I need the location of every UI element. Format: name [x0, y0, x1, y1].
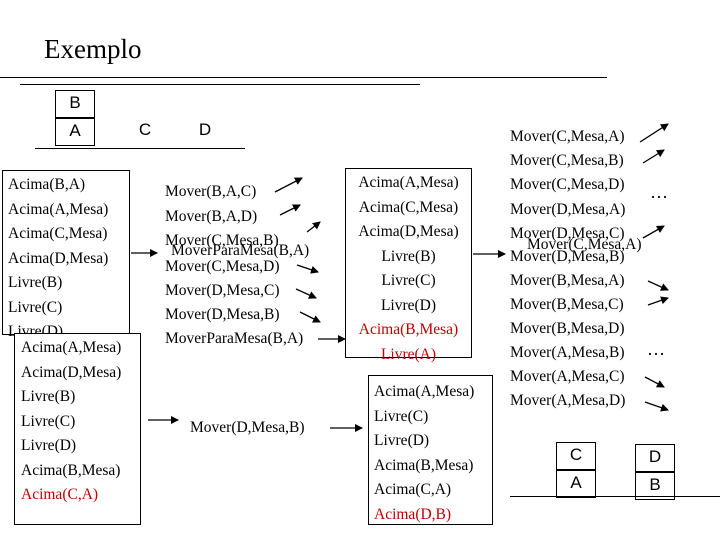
state-initial-line: Acima(C,Mesa) [8, 225, 108, 242]
state-initial-line: Livre(B) [8, 274, 63, 291]
state-4-line: Livre(C) [374, 407, 429, 425]
table-line-final [510, 496, 720, 497]
arrow-action-mover-d-mesa-b [299, 311, 321, 323]
action-2-item: Mover(A,Mesa,D) [510, 392, 626, 409]
arrow-action-2-e [647, 296, 669, 306]
state-box-2: Acima(A,Mesa) Acima(C,Mesa) Acima(D,Mesa… [345, 168, 472, 363]
arrow-action-2-g [644, 401, 669, 412]
state-2-line: Acima(C,Mesa) [358, 198, 459, 216]
state-3-line: Acima(B,Mesa) [21, 461, 121, 479]
block-d-final: D [635, 444, 675, 472]
state-4-line: Acima(C,A) [374, 481, 452, 498]
block-a-initial: A [55, 118, 95, 146]
action-2-item: Mover(C,Mesa,A) [510, 128, 625, 145]
block-c-final: C [556, 442, 596, 470]
action-2-item: Mover(D,Mesa,A) [510, 201, 626, 218]
block-c-initial: C [138, 120, 152, 139]
arrow-action-2-b [642, 149, 665, 164]
arrow-action-2-d [647, 280, 669, 291]
block-b-initial: B [55, 90, 95, 118]
title-rule-top [0, 77, 607, 78]
action-mover-d-mesa-b: Mover(D,Mesa,B) [165, 306, 280, 323]
state-3-line: Livre(D) [21, 437, 77, 454]
arrow-action-mover-c-mesa-b [306, 221, 321, 233]
action-mover-b-a-c: Mover(B,A,C) [165, 183, 257, 200]
action-2-item: Mover(C,Mesa,B) [510, 152, 624, 169]
action-2-item: Mover(C,Mesa,D) [510, 176, 625, 193]
arrow-action-mover-c-mesa-d [296, 264, 319, 274]
action-moverparamesa-b-a: MoverParaMesa(B,A) [165, 330, 304, 347]
action-2-item: Mover(A,Mesa,C) [510, 368, 625, 385]
block-d-initial: D [198, 120, 212, 139]
state-4-line: Acima(A,Mesa) [374, 383, 475, 400]
state-box-3: Acima(A,Mesa) Acima(D,Mesa) Livre(B) Liv… [14, 333, 141, 525]
action-mover-b-a-d: Mover(B,A,D) [165, 208, 258, 225]
arrow-action-mover-b-a-c [274, 177, 303, 193]
slide-title: Exemplo [44, 34, 142, 64]
action-mover-c-mesa-d: Mover(C,Mesa,D) [165, 258, 280, 275]
state-initial-line: Acima(D,Mesa) [8, 249, 109, 267]
action-mover-d-mesa-b-final: Mover(D,Mesa,B) [190, 419, 305, 436]
action-mover-c-mesa-b: Mover(C,Mesa,B) [165, 232, 279, 249]
state-box-4: Acima(A,Mesa) Livre(C) Livre(D) Acima(B,… [368, 375, 493, 525]
table-line-initial [35, 148, 245, 149]
state-4-line: Livre(D) [374, 432, 430, 449]
arrow-action-2-f [644, 376, 665, 388]
block-a-final: A [556, 470, 596, 498]
state-initial-line: Acima(B,A) [8, 176, 86, 193]
action-moverparamesa-b-a-overlap: MoverParaMesa(B,A) [171, 242, 310, 259]
state-2-new-fact: Acima(B,Mesa) [358, 321, 459, 338]
action-2-item: Mover(B,Mesa,A) [510, 272, 625, 289]
state-2-line: Acima(A,Mesa) [358, 174, 459, 191]
block-b-final: B [635, 472, 675, 500]
arrow-action-2-a [639, 123, 669, 143]
state-box-initial: Acima(B,A) Acima(A,Mesa) Acima(C,Mesa) A… [2, 170, 130, 340]
state-2-line: Livre(D) [380, 296, 437, 314]
action-2-item: Mover(D,Mesa,C) [510, 225, 625, 242]
action-2-item: Mover(B,Mesa,D) [510, 320, 625, 337]
action-2-item: Mover(A,Mesa,B) [510, 344, 625, 361]
state-3-line: Livre(C) [21, 412, 76, 430]
state-3-line: Livre(B) [21, 388, 76, 405]
title-rule-bottom [20, 84, 420, 85]
state-3-line: Acima(A,Mesa) [21, 339, 122, 356]
state-2-new-fact: Livre(A) [380, 345, 437, 363]
action-2-item: Mover(D,Mesa,B) [510, 248, 625, 265]
state-2-line: Livre(C) [381, 272, 436, 289]
state-initial-line: Acima(A,Mesa) [8, 200, 109, 218]
state-initial-line: Livre(C) [8, 298, 63, 316]
state-4-line: Acima(B,Mesa) [374, 456, 474, 474]
action-2-item: Mover(B,Mesa,C) [510, 296, 624, 313]
action-mover-d-mesa-c: Mover(D,Mesa,C) [165, 282, 280, 299]
state-2-line: Livre(B) [381, 247, 436, 265]
ellipsis-1: … [650, 182, 668, 202]
arrow-action-mover-d-mesa-c [295, 288, 317, 299]
action-2-item-overlap: Mover(C,Mesa,A) [527, 236, 642, 253]
arrow-action-2-c [642, 225, 665, 239]
state-2-line: Acima(D,Mesa) [358, 223, 459, 240]
ellipsis-2: … [647, 339, 665, 359]
state-3-line: Acima(D,Mesa) [21, 363, 122, 381]
state-4-new-fact: Acima(D,B) [374, 505, 452, 523]
state-3-new-fact: Acima(C,A) [21, 486, 99, 503]
arrow-action-mover-b-a-d [279, 204, 301, 216]
